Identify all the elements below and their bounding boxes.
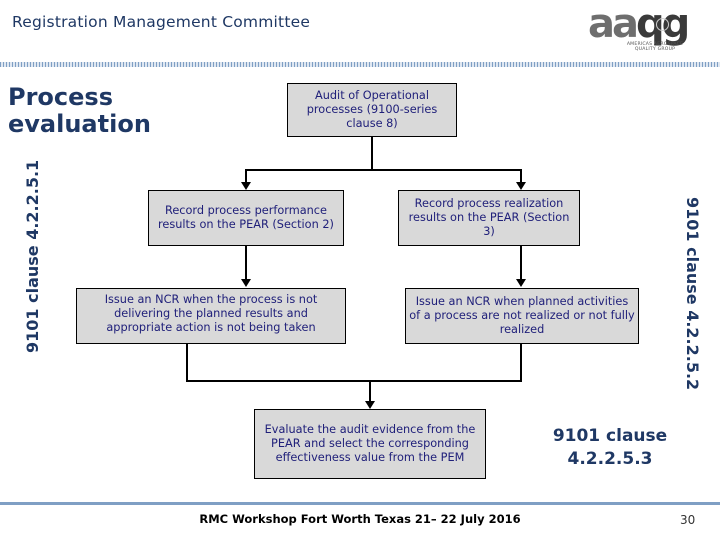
connector-audit-stem [371,137,373,171]
logo-wordmark-aa: aa [588,1,639,47]
registered-trademark-icon [656,18,669,31]
logo-wordmark: aaqg [588,1,690,47]
connector-ncr-process-down [186,344,188,382]
slide-heading-line1: Process [8,83,113,111]
page-title: Registration Management Committee [12,13,311,31]
logo-subtitle-line1: AMERICAS AEROSPACE [626,42,684,47]
clause-label-right: 9101 clause 4.2.2.5.2 [683,197,702,391]
connector-split-left-drop [245,169,247,182]
slide-heading: Process evaluation [8,84,258,138]
connector-performance-down [245,246,247,279]
clause-label-bottom-line1: 9101 clause [552,426,668,446]
arrow-to-ncr-planned [516,279,526,287]
clause-label-bottom: 9101 clause 4.2.2.5.3 [510,425,710,471]
footer-divider [0,502,720,505]
flow-node-performance[interactable]: Record process performance results on th… [148,190,344,246]
flow-node-realization[interactable]: Record process realization results on th… [398,190,580,246]
aaqg-logo: aaqg AMERICAS AEROSPACE QUALITY GROUP [588,4,710,54]
connector-split-bar [246,169,522,171]
arrow-to-performance [241,182,251,190]
logo-subtitle: AMERICAS AEROSPACE QUALITY GROUP [622,42,688,53]
flow-node-evaluate[interactable]: Evaluate the audit evidence from the PEA… [254,409,486,479]
flow-node-ncr-planned[interactable]: Issue an NCR when planned activities of … [405,288,639,344]
arrow-to-ncr-process [241,279,251,287]
clause-label-bottom-line2: 4.2.2.5.3 [567,449,653,469]
flow-node-ncr-process[interactable]: Issue an NCR when the process is not del… [76,288,346,344]
logo-subtitle-line2: QUALITY GROUP [634,47,676,53]
connector-split-right-drop [520,169,522,182]
connector-realization-down [520,246,522,279]
connector-merge-bar [186,380,522,382]
arrow-to-realization [516,182,526,190]
footer-text: RMC Workshop Fort Worth Texas 21– 22 Jul… [199,512,521,526]
arrow-to-evaluate [365,401,375,409]
page-number: 30 [680,513,696,527]
connector-merge-stem [369,380,371,402]
header-divider [0,62,720,67]
connector-ncr-planned-down [520,344,522,382]
slide-heading-line2: evaluation [8,110,151,138]
flow-node-audit[interactable]: Audit of Operational processes (9100-ser… [287,83,457,137]
clause-label-left: 9101 clause 4.2.2.5.1 [23,159,42,353]
